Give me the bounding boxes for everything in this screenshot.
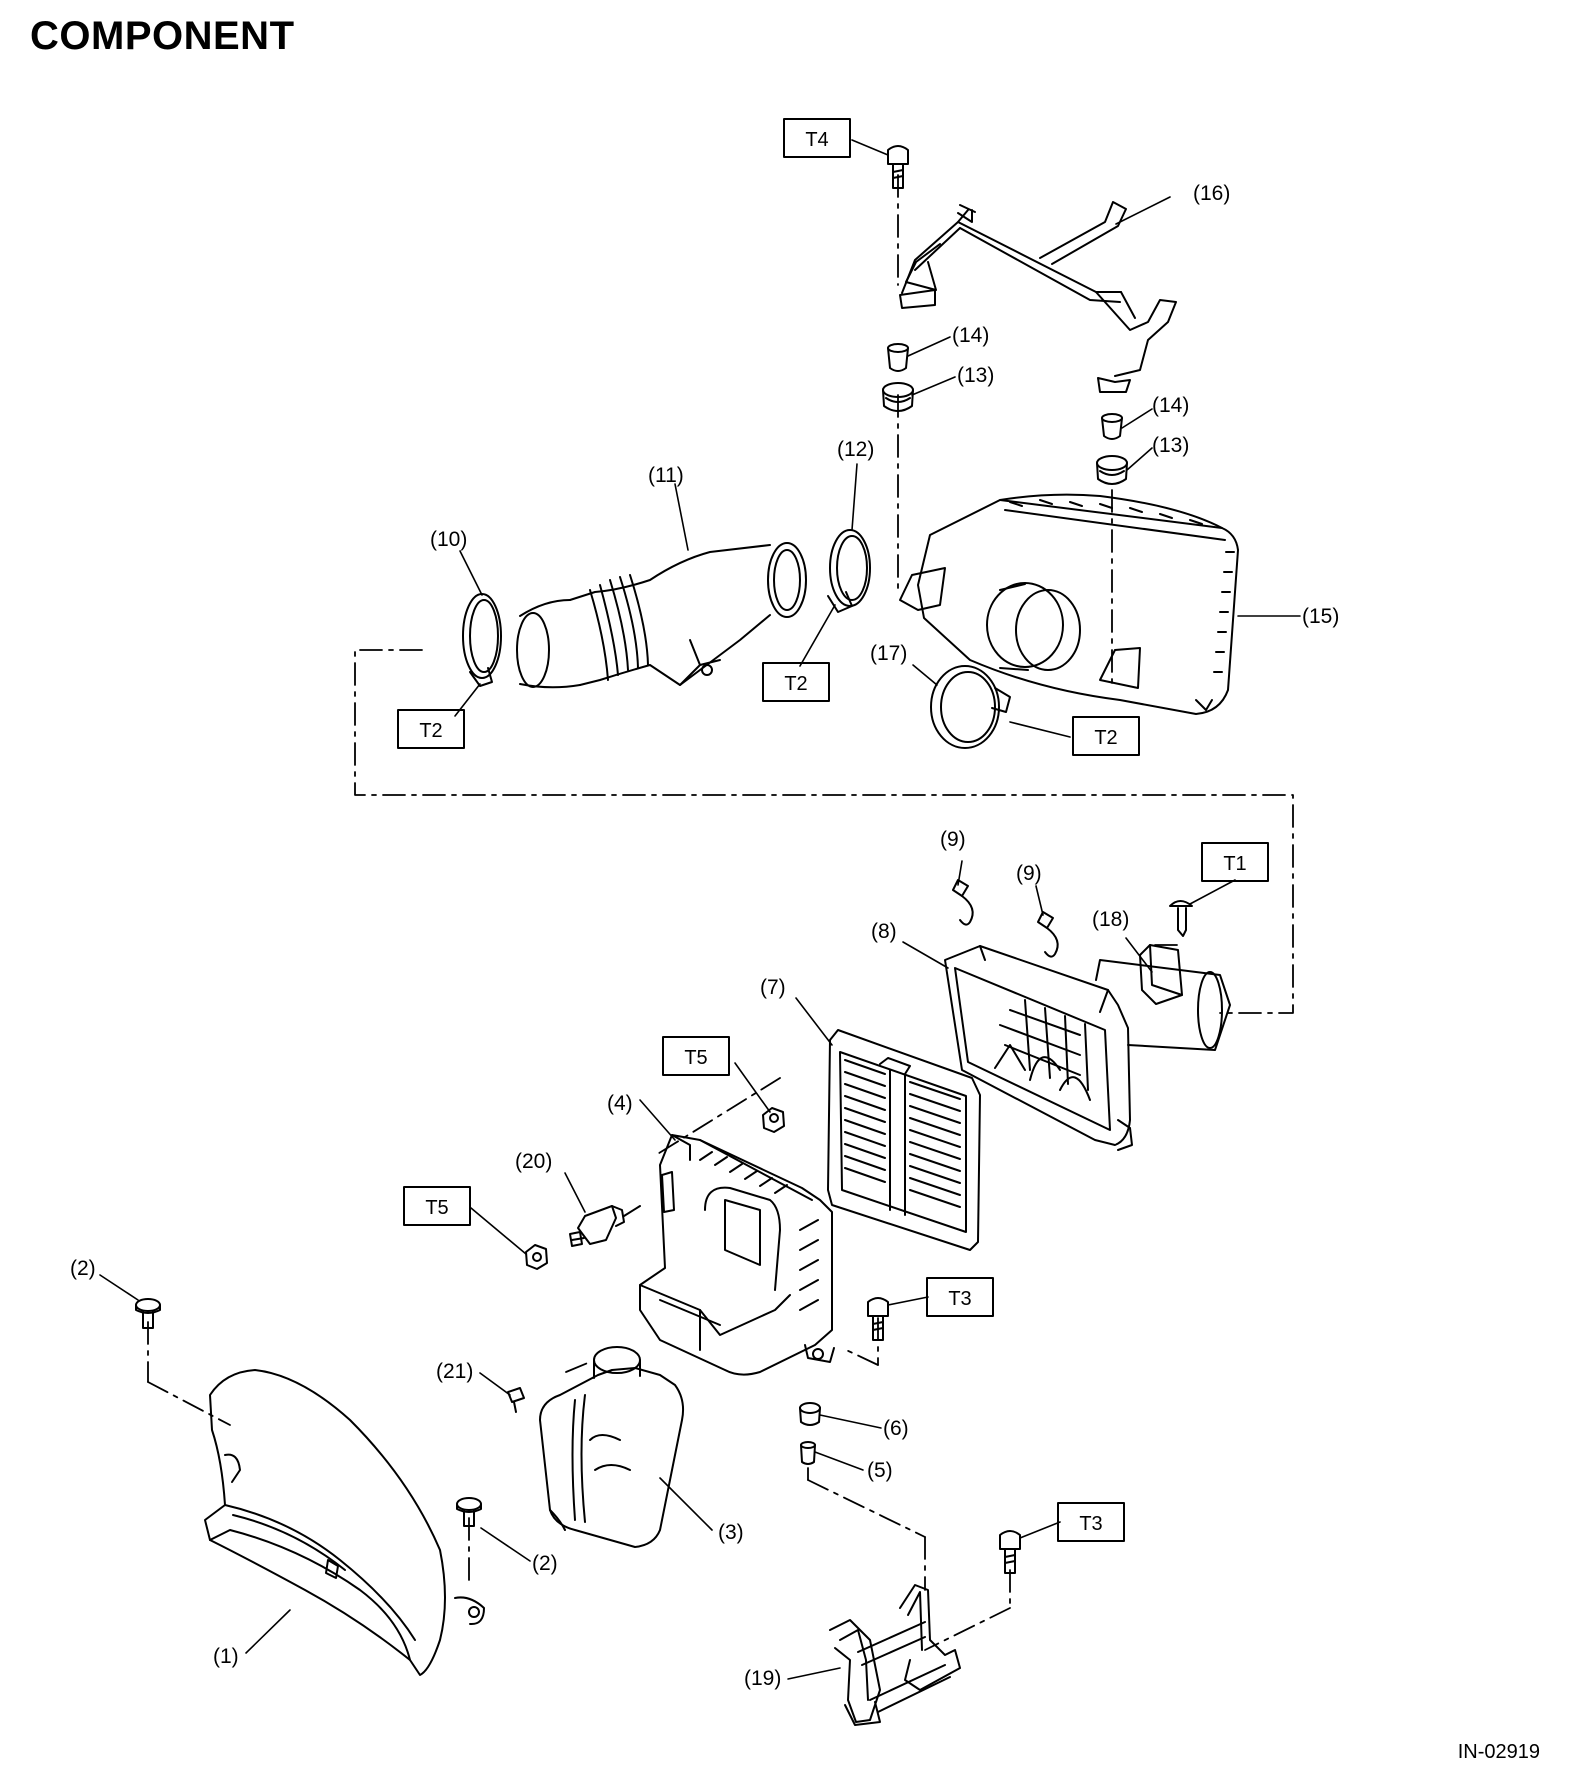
grommet-13-right xyxy=(1097,456,1127,484)
clip-2-upper xyxy=(136,1299,160,1328)
collar-14-right xyxy=(1102,414,1122,439)
intake-duct-11 xyxy=(517,543,806,687)
part-label-2-lower: (2) xyxy=(532,1552,558,1575)
torque-label-t3-upper: T3 xyxy=(948,1288,971,1310)
part-label-7: (7) xyxy=(760,976,786,999)
resonator-18 xyxy=(1140,945,1182,1004)
clamp-17 xyxy=(931,666,1010,748)
torque-label-t3-lower: T3 xyxy=(1079,1513,1102,1535)
upper-case-8 xyxy=(945,946,1230,1150)
bolt-t3-upper xyxy=(868,1298,888,1340)
clamp-10 xyxy=(463,594,501,686)
filter-element-7 xyxy=(828,1030,980,1250)
torque-label-t2-right: T2 xyxy=(1094,727,1117,749)
page-title: COMPONENT xyxy=(30,14,295,58)
bracket-19 xyxy=(830,1585,960,1725)
part-label-9-left: (9) xyxy=(940,828,966,851)
nut-t5-upper xyxy=(763,1108,784,1132)
clip-2-lower xyxy=(457,1498,481,1526)
torque-label-t2-mid: T2 xyxy=(784,673,807,695)
part-label-18: (18) xyxy=(1092,908,1129,931)
part-label-13-right: (13) xyxy=(1152,434,1189,457)
clip-9-left xyxy=(953,880,973,925)
grommet-6 xyxy=(800,1403,820,1425)
part-label-19: (19) xyxy=(744,1667,781,1690)
alignment-lines xyxy=(148,175,1293,1650)
part-label-14-left: (14) xyxy=(952,324,989,347)
part-label-3: (3) xyxy=(718,1521,744,1544)
part-label-14-right: (14) xyxy=(1152,394,1189,417)
part-label-15: (15) xyxy=(1302,605,1339,628)
part-label-20: (20) xyxy=(515,1150,552,1173)
part-label-11: (11) xyxy=(648,464,684,487)
part-label-1: (1) xyxy=(213,1645,239,1668)
nut-t5-lower xyxy=(526,1245,547,1269)
lower-case-4 xyxy=(640,1135,834,1375)
part-label-5: (5) xyxy=(867,1459,893,1482)
sensor-20 xyxy=(570,1206,640,1246)
figure-id: IN-02919 xyxy=(1458,1741,1540,1763)
part-label-16: (16) xyxy=(1193,182,1230,205)
bracket-16 xyxy=(900,202,1176,392)
part-label-17: (17) xyxy=(870,642,907,665)
torque-label-t4: T4 xyxy=(805,129,828,151)
part-label-13-left: (13) xyxy=(957,364,994,387)
part-label-8: (8) xyxy=(871,920,897,943)
collar-5 xyxy=(801,1442,815,1464)
resonator-chamber-3 xyxy=(540,1347,683,1547)
clip-9-right xyxy=(1038,912,1058,957)
collar-14-left xyxy=(888,344,908,371)
part-label-9-right: (9) xyxy=(1016,862,1042,885)
clamp-12 xyxy=(828,530,870,612)
grommet-13-left xyxy=(883,383,913,411)
torque-boxes xyxy=(398,119,1268,1541)
bolt-t3-lower xyxy=(1000,1531,1020,1573)
part-label-2-upper: (2) xyxy=(70,1257,96,1280)
torque-label-t5-upper: T5 xyxy=(684,1047,707,1069)
torque-label-t2-left: T2 xyxy=(419,720,442,742)
part-label-21: (21) xyxy=(436,1360,473,1383)
clip-21 xyxy=(508,1388,524,1412)
part-label-6: (6) xyxy=(883,1417,909,1440)
part-label-12: (12) xyxy=(837,438,874,461)
intake-chamber-15 xyxy=(900,495,1238,714)
intake-boot-1 xyxy=(205,1370,484,1675)
bolt-t1 xyxy=(1170,901,1192,936)
bolt-t4 xyxy=(888,146,908,188)
leader-lines xyxy=(100,140,1300,1679)
part-label-4: (4) xyxy=(607,1092,633,1115)
torque-label-t1: T1 xyxy=(1223,853,1246,875)
torque-label-t5-lower: T5 xyxy=(425,1197,448,1219)
part-label-10: (10) xyxy=(430,528,467,551)
